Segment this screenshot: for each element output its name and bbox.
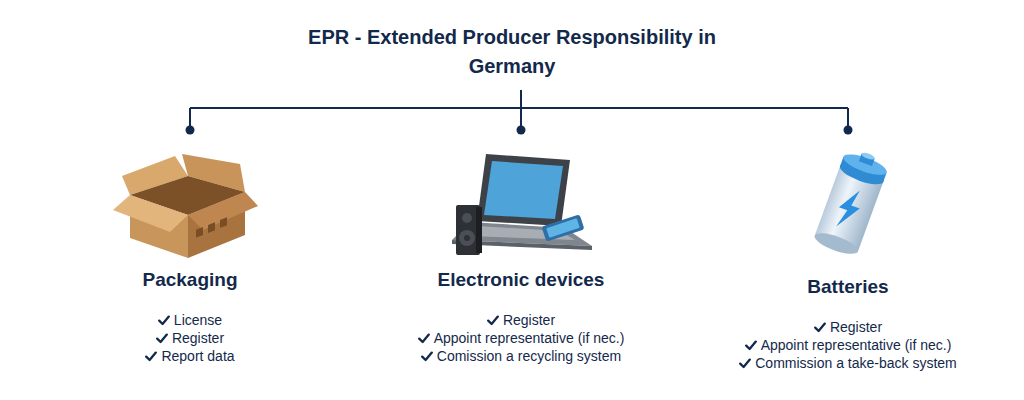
checklist-row: Appoint representative (if nec.) [688, 336, 1008, 354]
checklist-row: License [30, 311, 350, 329]
category-column: PackagingLicenseRegisterReport data [30, 268, 350, 365]
check-mark [421, 351, 433, 362]
check-mark [158, 315, 170, 326]
box-icon [113, 154, 258, 258]
category-heading: Electronic devices [361, 268, 681, 292]
category-column: BatteriesRegisterAppoint representative … [688, 275, 1008, 372]
checklist-row: Register [361, 311, 681, 329]
bracket-dot [186, 126, 853, 135]
checklist-row: Register [30, 329, 350, 347]
check-mark [418, 333, 430, 344]
checklist-item: Commission a take-back system [755, 355, 957, 371]
checklist-item: Appoint representative (if nec.) [434, 330, 625, 346]
checklist-item: Register [830, 319, 882, 335]
check-mark [739, 358, 751, 369]
check-mark [156, 333, 168, 344]
check-mark [145, 351, 157, 362]
phone-icon [542, 214, 585, 242]
checklist-item: Report data [161, 348, 234, 364]
checklist-item: Appoint representative (if nec.) [761, 337, 952, 353]
speaker-icon [456, 205, 482, 255]
tree-bracket [190, 90, 848, 130]
category-heading: Packaging [30, 268, 350, 292]
category-column: Electronic devicesRegisterAppoint repres… [361, 268, 681, 365]
check-mark [814, 322, 826, 333]
checklist-item: Comission a recycling system [437, 348, 621, 364]
checklist-row: Comission a recycling system [361, 347, 681, 365]
diagram-title: EPR - Extended Producer Responsibility i… [307, 23, 717, 81]
battery-icon [812, 146, 890, 258]
checklist-row: Commission a take-back system [688, 354, 1008, 372]
checklist-item: Register [172, 330, 224, 346]
laptop-icon [452, 154, 592, 250]
checklist-item: License [174, 312, 222, 328]
check-mark [745, 340, 757, 351]
category-heading: Batteries [688, 275, 1008, 299]
checklist-row: Appoint representative (if nec.) [361, 329, 681, 347]
checklist-item: Register [503, 312, 555, 328]
checklist-row: Report data [30, 347, 350, 365]
check-mark [487, 315, 499, 326]
checklist-row: Register [688, 318, 1008, 336]
